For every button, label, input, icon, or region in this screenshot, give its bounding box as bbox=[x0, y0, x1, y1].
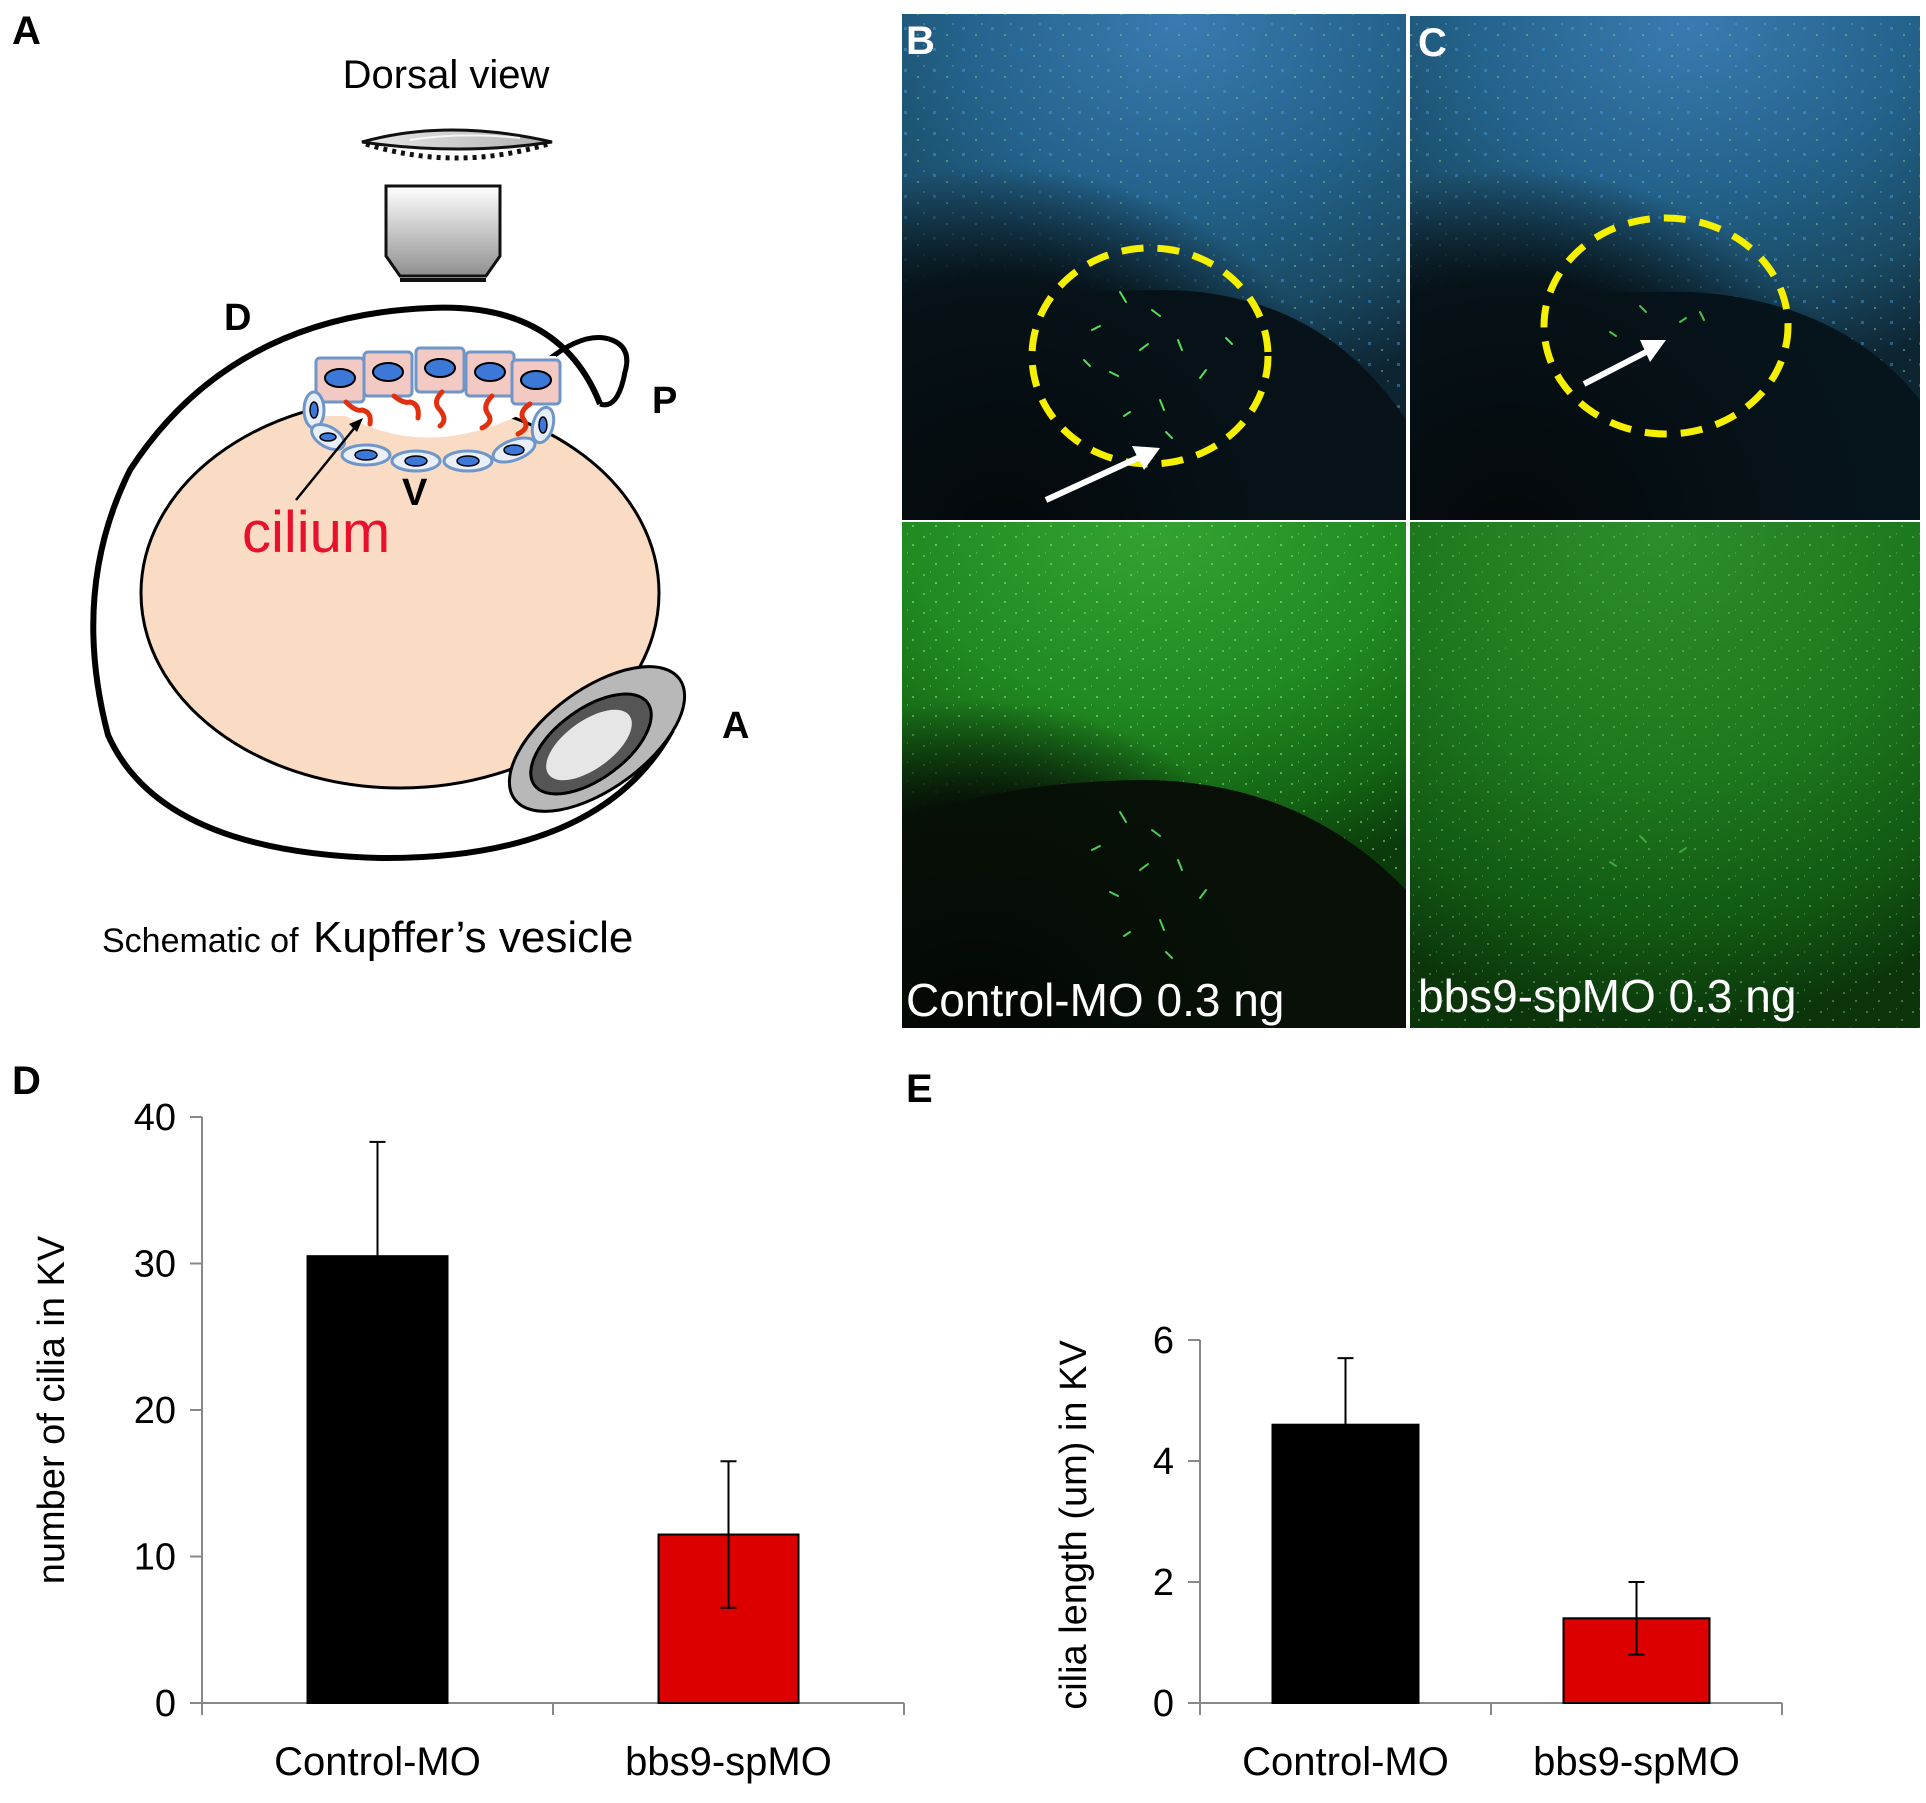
caption-large: Kupffer’s vesicle bbox=[313, 913, 633, 962]
head-eye bbox=[507, 665, 687, 813]
y-axis-label: number of cilia in KV bbox=[31, 1235, 73, 1584]
cilia-signal-c bbox=[1609, 305, 1705, 337]
panel-c: C bbs9-spMO 0.3 ng bbox=[1410, 16, 1920, 1028]
panel-letter-b: B bbox=[906, 19, 935, 63]
category-label: bbs9-spMO bbox=[1533, 1740, 1740, 1784]
micrograph-c-caption: bbs9-spMO 0.3 ng bbox=[1418, 970, 1796, 1022]
y-tick-label: 10 bbox=[134, 1537, 176, 1579]
y-tick-label: 20 bbox=[134, 1390, 176, 1432]
kv-circle-b bbox=[1028, 244, 1272, 468]
arrow-b bbox=[1044, 446, 1160, 503]
y-tick-label: 40 bbox=[134, 1097, 176, 1139]
panel-letter-e: E bbox=[906, 1067, 933, 1111]
panel-letter-a: A bbox=[12, 9, 41, 53]
embryo-outline bbox=[90, 304, 675, 862]
y-tick-label: 6 bbox=[1153, 1320, 1174, 1362]
panel-b: B Control-MO 0.3 ng bbox=[902, 14, 1406, 1028]
category-label: Control-MO bbox=[274, 1740, 481, 1784]
panel-letter-d: D bbox=[12, 1059, 41, 1103]
y-tick-label: 2 bbox=[1153, 1562, 1174, 1604]
micrograph-b-caption: Control-MO 0.3 ng bbox=[906, 974, 1284, 1026]
label-ventral: V bbox=[402, 472, 428, 514]
label-anterior: A bbox=[722, 705, 749, 747]
y-tick-label: 0 bbox=[155, 1683, 176, 1725]
category-label: bbs9-spMO bbox=[625, 1740, 832, 1784]
kupffer-vesicle bbox=[302, 346, 562, 473]
y-tick-label: 4 bbox=[1153, 1441, 1174, 1483]
y-tick-label: 30 bbox=[134, 1244, 176, 1286]
panel-letter-c: C bbox=[1418, 21, 1447, 65]
label-cilium: cilium bbox=[242, 500, 390, 565]
y-tick-label: 0 bbox=[1153, 1683, 1174, 1725]
panel-a-title: Dorsal view bbox=[343, 53, 550, 97]
y-axis-label: cilia length (um) in KV bbox=[1053, 1340, 1095, 1710]
objective-icon bbox=[384, 184, 502, 278]
eye-icon bbox=[361, 128, 553, 161]
label-dorsal: D bbox=[224, 297, 251, 339]
category-label: Control-MO bbox=[1242, 1740, 1449, 1784]
nuclei bbox=[324, 358, 552, 390]
panel-a-caption: Schematic of Kupffer’s vesicle bbox=[102, 913, 633, 962]
caption-small: Schematic of bbox=[102, 922, 299, 960]
arrow-c bbox=[1582, 340, 1666, 387]
panel-a: A Dorsal view bbox=[12, 9, 749, 962]
kv-circle-c bbox=[1540, 214, 1792, 438]
cilia-signal-b bbox=[1083, 291, 1233, 439]
cilium-arrow bbox=[295, 425, 357, 501]
cilia bbox=[343, 389, 533, 437]
label-posterior: P bbox=[652, 380, 677, 422]
